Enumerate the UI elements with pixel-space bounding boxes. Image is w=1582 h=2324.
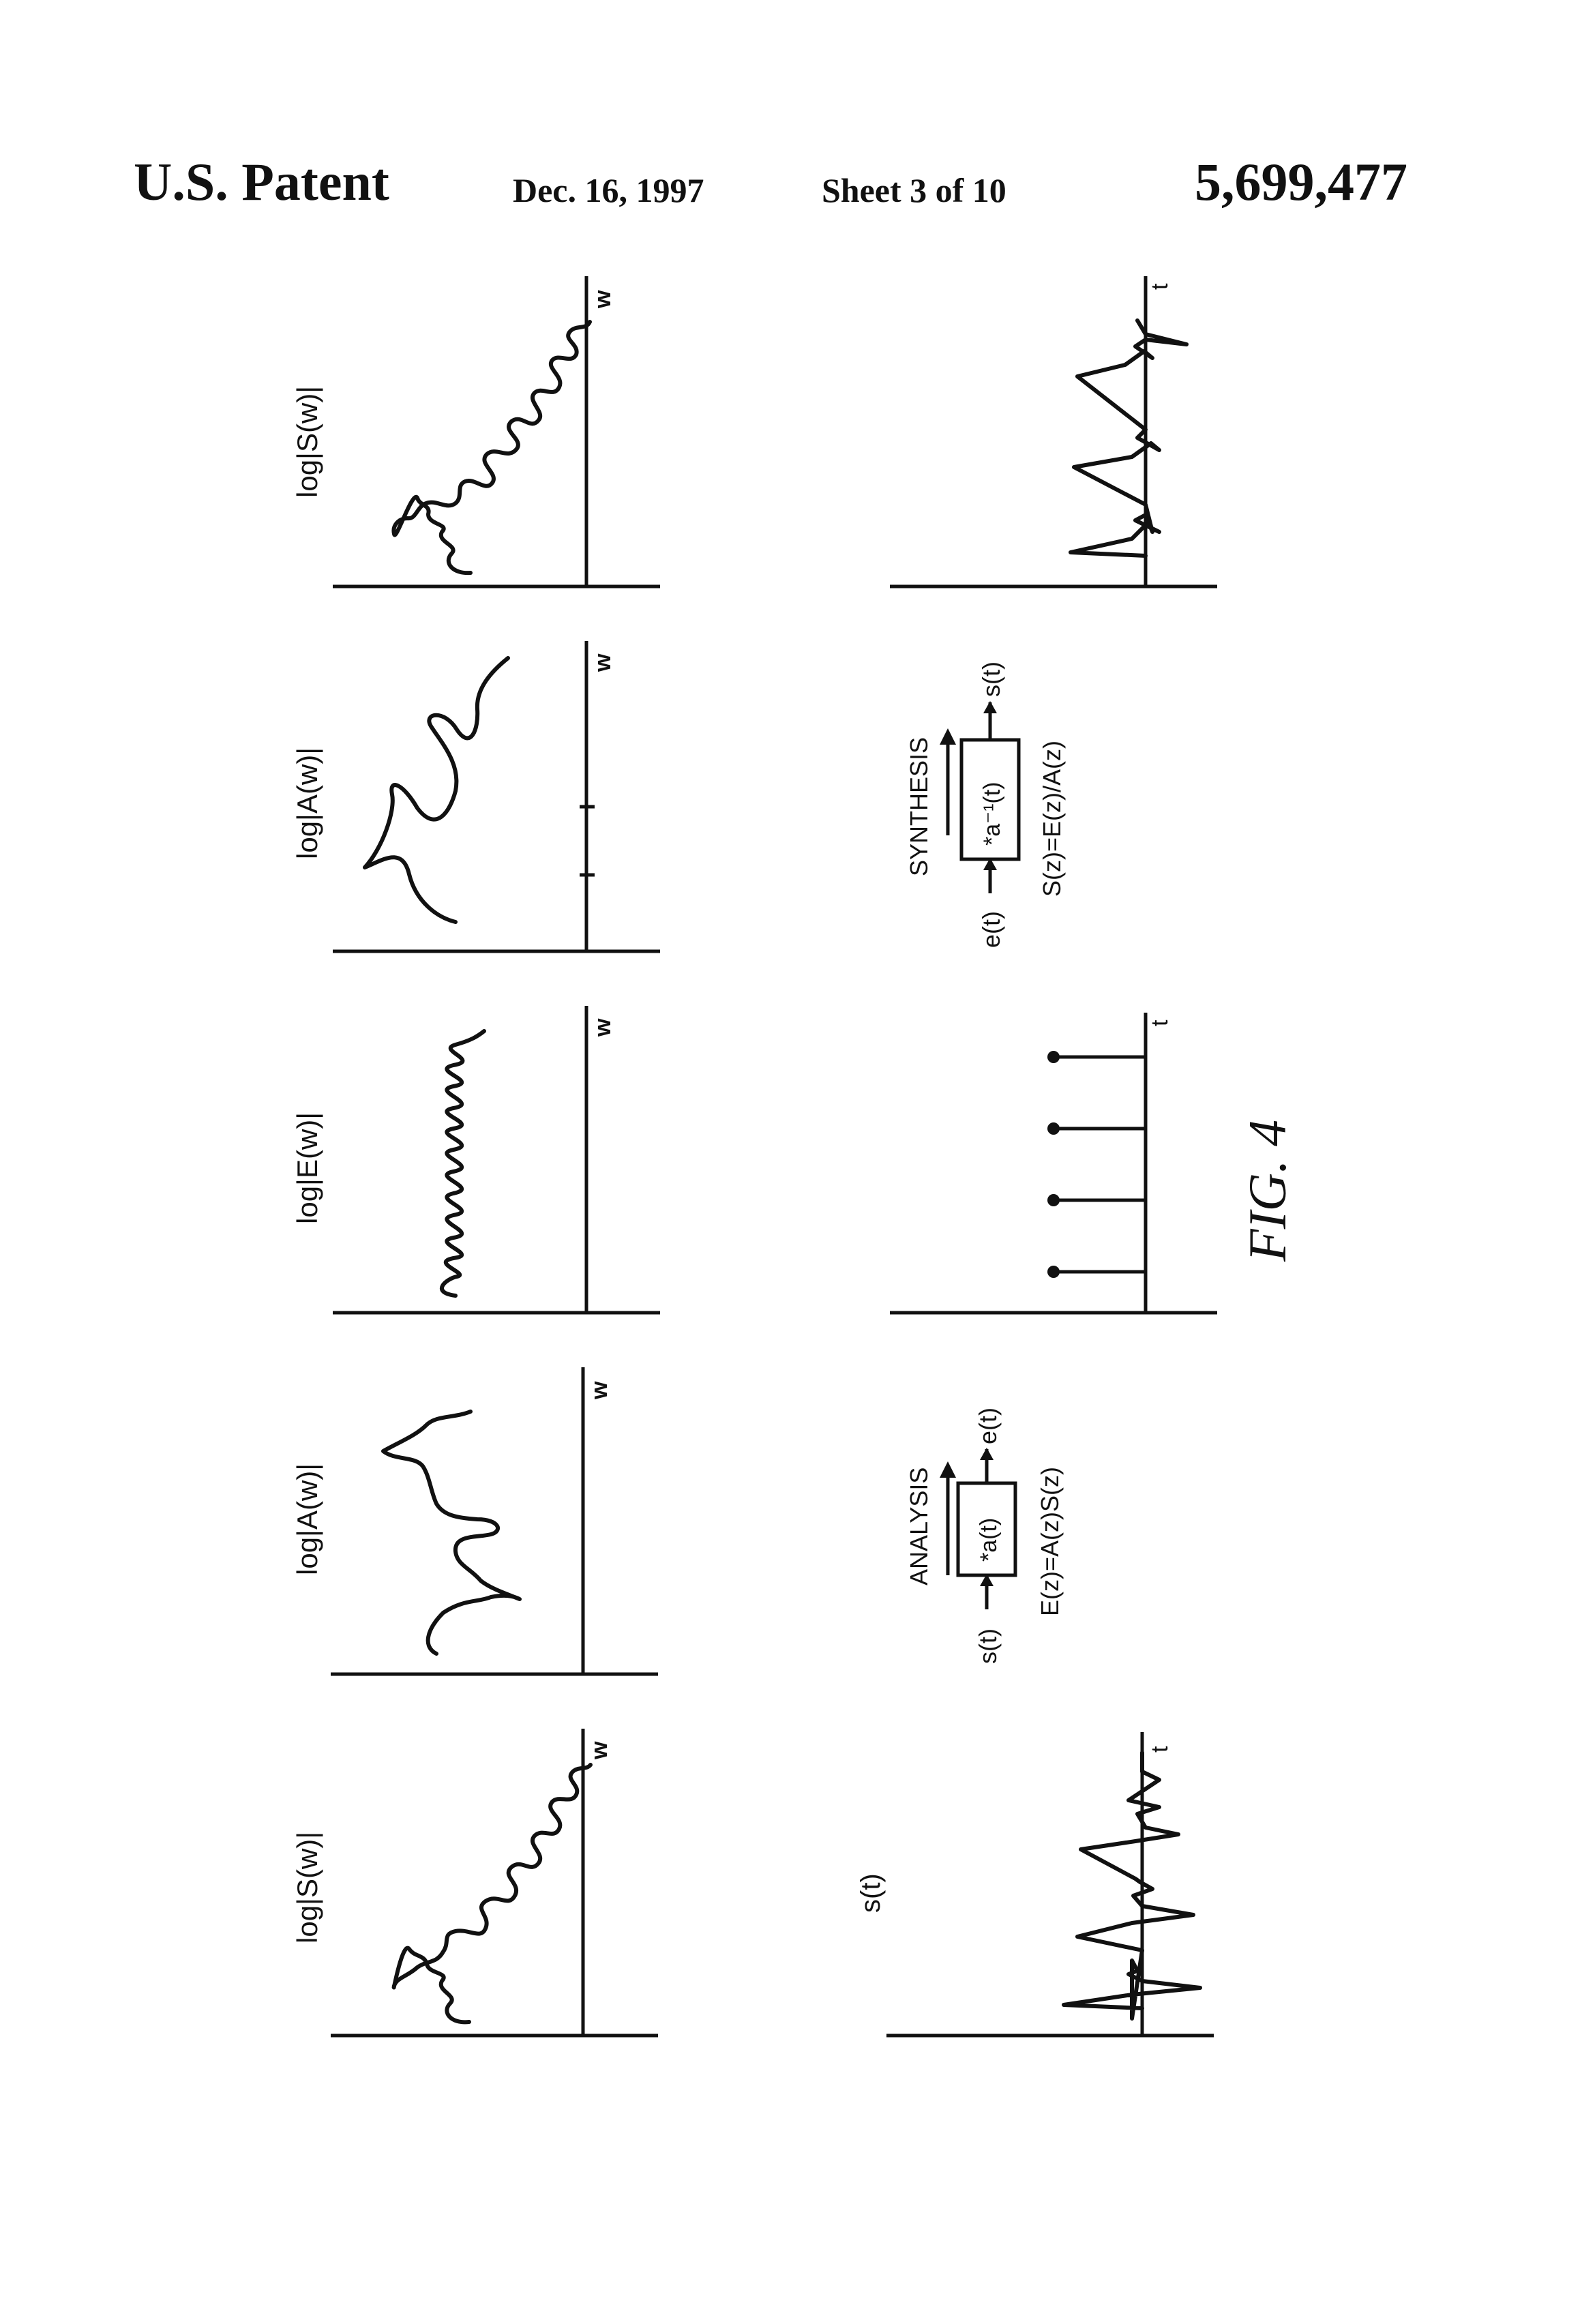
pulse-1-dot: [1047, 1266, 1060, 1278]
panel5-curve: [394, 1765, 591, 2022]
analysis-input-label: s(t): [974, 1628, 1002, 1664]
panel3-w-label: w: [590, 1018, 616, 1037]
panel2-w-label: w: [590, 653, 616, 672]
panel4-label: log|A(w)|: [291, 1463, 323, 1575]
synthesis-direction-arrowhead: [940, 728, 956, 745]
analysis-block: ANALYSIS *a(t) s(t) e(t) E(z)=A(z)S(z): [905, 1407, 1064, 1664]
spectrum-panel-1: log|S(w)| w: [291, 276, 660, 588]
synthesis-filter-label: *a⁻¹(t): [979, 782, 1005, 846]
spectrum-panel-2: log|A(w)| w: [291, 641, 660, 953]
spectrum-panel-3: log|E(w)| w: [291, 1006, 660, 1314]
analysis-direction-arrowhead: [940, 1461, 956, 1478]
synthesis-output-arrowhead: [983, 701, 997, 713]
panel1-curve: [393, 322, 590, 573]
synthesis-equation: S(z)=E(z)/A(z): [1038, 741, 1066, 897]
panel2-curve: [365, 658, 508, 922]
analysis-filter-label: *a(t): [976, 1518, 1002, 1562]
pulse-2-dot: [1047, 1194, 1060, 1206]
panel2-label: log|A(w)|: [291, 747, 323, 859]
analysis-title: ANALYSIS: [905, 1468, 933, 1585]
spectrum-panel-5: log|S(w)| w: [291, 1729, 658, 2037]
panel1-w-label: w: [590, 290, 616, 309]
time-plot-bottom: t s(t): [856, 1732, 1214, 2037]
figure-label: FIG. 4: [1238, 1120, 1297, 1262]
bottom-time-signal-label: s(t): [856, 1873, 886, 1913]
pulse-4-dot: [1047, 1051, 1060, 1063]
spectrum-panel-4: log|A(w)| w: [291, 1367, 658, 1675]
top-time-t-label: t: [1147, 283, 1173, 290]
analysis-output-arrowhead: [980, 1448, 994, 1460]
synthesis-block: SYNTHESIS *a⁻¹(t) e(t) s(t) S(z)=E(z)/A(…: [905, 661, 1066, 948]
panel1-label: log|S(w)|: [291, 386, 323, 498]
pulse-t-label: t: [1147, 1019, 1173, 1026]
synthesis-input-label: e(t): [977, 911, 1005, 948]
synthesis-output-label: s(t): [977, 661, 1005, 697]
analysis-output-label: e(t): [974, 1407, 1002, 1444]
panel4-w-label: w: [586, 1381, 612, 1400]
panel5-label: log|S(w)|: [291, 1832, 323, 1943]
bottom-time-t-label: t: [1147, 1746, 1173, 1753]
time-plot-top: t: [890, 276, 1217, 588]
panel3-curve: [442, 1031, 484, 1296]
pulse-3-dot: [1047, 1122, 1060, 1135]
analysis-equation: E(z)=A(z)S(z): [1036, 1467, 1064, 1616]
top-time-waveform: [1071, 321, 1186, 556]
bottom-time-waveform: [1064, 1753, 1200, 2018]
pulse-train-plot: t: [890, 1013, 1217, 1314]
panel3-label: log|E(w)|: [291, 1112, 323, 1224]
panel4-curve: [383, 1412, 520, 1654]
synthesis-title: SYNTHESIS: [905, 737, 933, 876]
panel5-w-label: w: [586, 1741, 612, 1760]
